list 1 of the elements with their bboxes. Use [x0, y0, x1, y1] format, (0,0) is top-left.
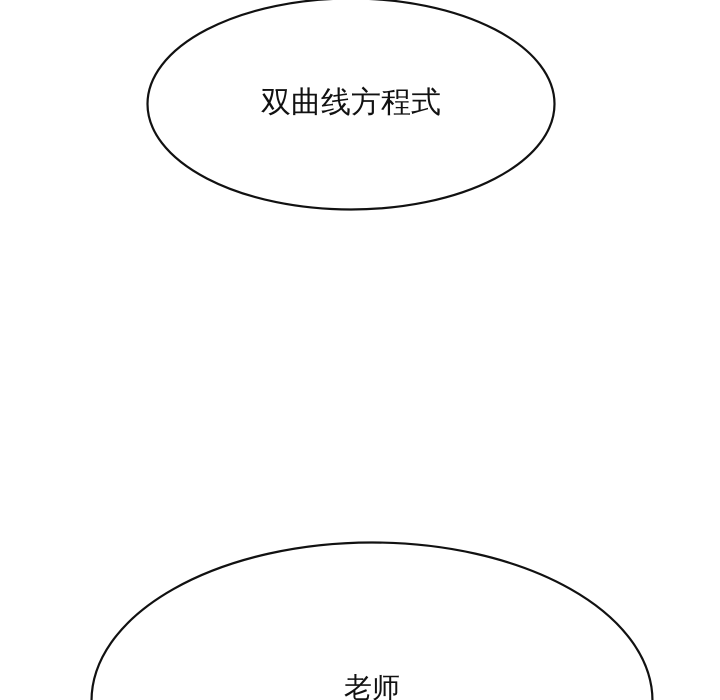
speech-text: 双曲线方程式 [260, 84, 442, 122]
